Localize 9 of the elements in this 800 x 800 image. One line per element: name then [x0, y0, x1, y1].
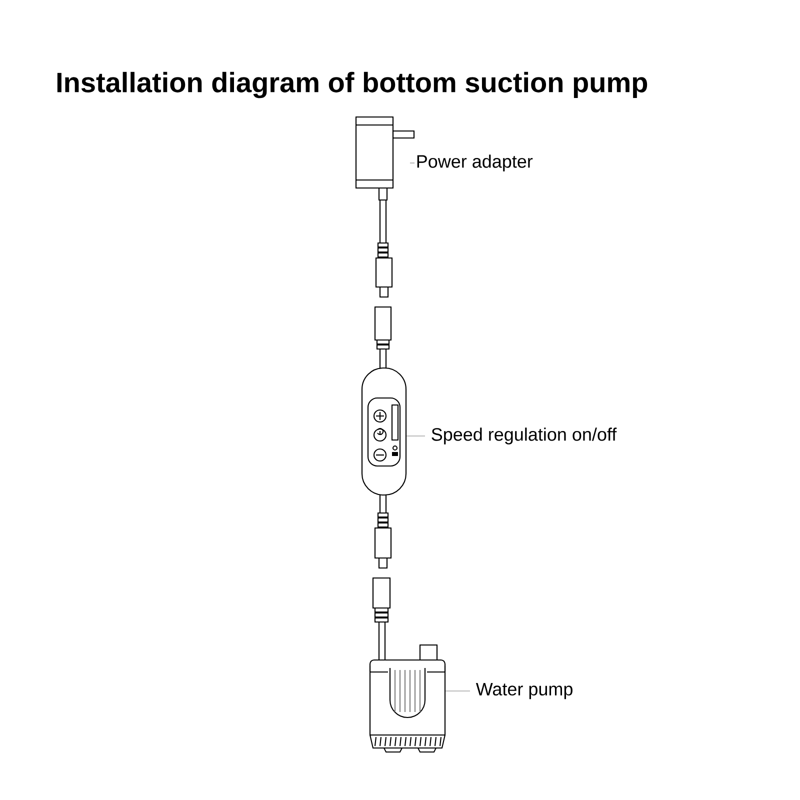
part-label: Speed regulation on/off	[432, 428, 617, 444]
title: Installation diagram of bottom suction pump	[57, 72, 648, 98]
part-label: Water pump	[476, 682, 572, 700]
part-label: Power adapter	[417, 154, 533, 172]
speed-controller-drawing	[361, 306, 407, 569]
leader-line	[445, 690, 470, 692]
leader-line	[410, 162, 415, 164]
water-pump-drawing	[369, 577, 446, 753]
power-adapter-drawing	[355, 116, 415, 298]
